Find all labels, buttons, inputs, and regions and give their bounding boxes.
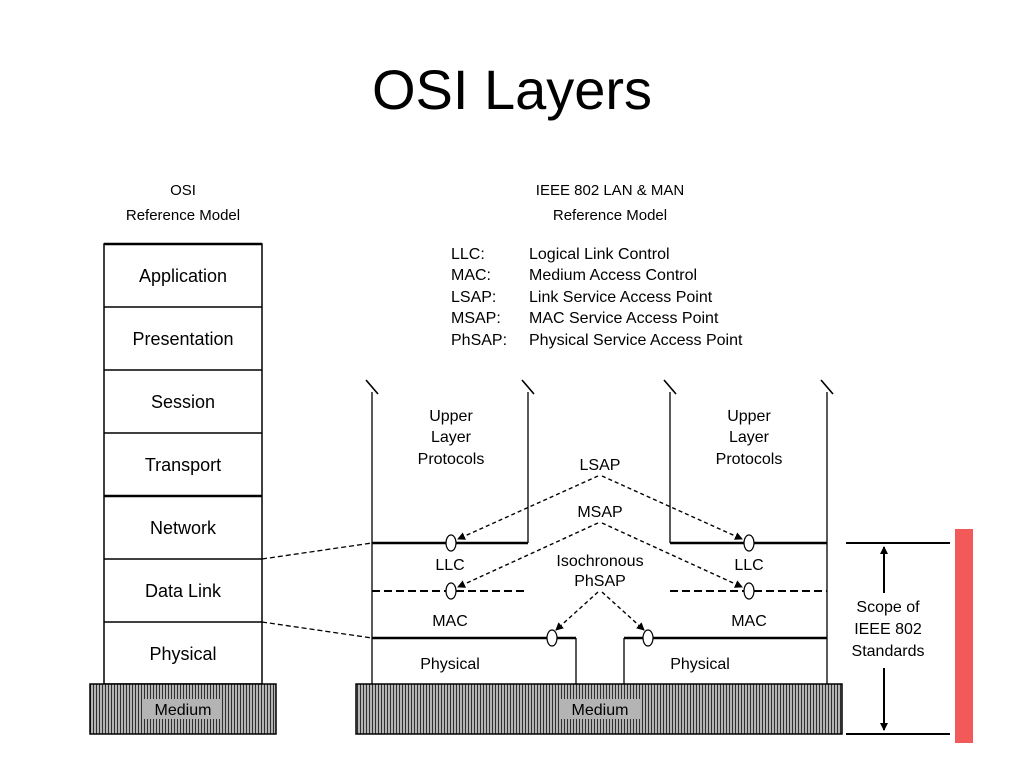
lsap-arrow-right (601, 475, 743, 540)
msap-label: MSAP (577, 504, 622, 521)
legend-meaning-mac: Medium Access Control (529, 267, 697, 284)
scope-label-line1: Scope of (856, 599, 920, 616)
phsap-label-line2: PhSAP (574, 573, 626, 590)
ieee-header-line2: Reference Model (553, 207, 667, 224)
accent-bar (955, 529, 973, 743)
right-station-stack: Upper Layer Protocols LLC MAC Physical (623, 379, 834, 685)
phsap-point-left (546, 629, 558, 647)
legend-abbr-mac: MAC: (451, 267, 491, 284)
osi-layer-session: Session (151, 392, 215, 412)
phsap-label-line1: Isochronous (556, 553, 643, 570)
lsap-point-right (743, 534, 755, 552)
msap-point-left (445, 582, 457, 600)
left-station-stack: Upper Layer Protocols LLC MAC Physical (365, 379, 577, 685)
legend-meaning-msap: MAC Service Access Point (529, 310, 719, 327)
osi-medium-label: Medium (155, 702, 212, 719)
right-physical-label: Physical (670, 656, 730, 673)
osi-layer-presentation: Presentation (132, 329, 233, 349)
msap-point-right (743, 582, 755, 600)
left-mac-label: MAC (432, 613, 468, 630)
right-llc-label: LLC (734, 557, 763, 574)
legend-abbr-msap: MSAP: (451, 310, 501, 327)
right-upper-line3: Protocols (716, 451, 783, 468)
left-upper-line1: Upper (429, 408, 473, 425)
lsap-point-left (445, 534, 457, 552)
legend-meaning-lsap: Link Service Access Point (529, 289, 713, 306)
osi-header-line1: OSI (170, 182, 196, 199)
phsap-point-right (642, 629, 654, 647)
msap-arrow-left (457, 522, 599, 588)
left-upper-line2: Layer (431, 429, 472, 446)
legend-abbr-llc: LLC: (451, 246, 485, 263)
ieee-medium-block: Medium (355, 683, 843, 735)
lsap-arrow-left (457, 475, 599, 540)
phsap-arrow-left (555, 591, 599, 631)
osi-layer-data-link: Data Link (145, 581, 222, 601)
right-mac-label: MAC (731, 613, 767, 630)
left-upper-line3: Protocols (418, 451, 485, 468)
sap-markers (445, 534, 755, 647)
osi-header-line2: Reference Model (126, 207, 240, 224)
phsap-arrow-right (601, 591, 645, 631)
mapping-line-datalink-bottom (261, 621, 373, 639)
legend-abbr-lsap: LSAP: (451, 289, 496, 306)
ieee-medium-label: Medium (572, 702, 629, 719)
scope-label-line2: IEEE 802 (854, 621, 922, 638)
legend-meaning-phsap: Physical Service Access Point (529, 332, 743, 349)
abbreviation-legend: LLC: Logical Link Control MAC: Medium Ac… (451, 246, 743, 349)
msap-arrow-right (601, 522, 743, 588)
osi-layer-physical: Physical (149, 644, 216, 664)
scope-label-line3: Standards (852, 643, 925, 660)
right-upper-line2: Layer (729, 429, 770, 446)
slide-title: OSI Layers (371, 58, 653, 121)
sap-arrows (457, 475, 743, 631)
right-upper-line1: Upper (727, 408, 771, 425)
left-llc-label: LLC (435, 557, 464, 574)
ieee-header-line1: IEEE 802 LAN & MAN (536, 182, 684, 199)
lsap-label: LSAP (580, 457, 621, 474)
osi-medium-block: Medium (89, 683, 277, 735)
osi-layer-network: Network (150, 518, 217, 538)
scope-indicator: Scope of IEEE 802 Standards (846, 542, 950, 735)
mapping-line-datalink-top (261, 542, 373, 560)
legend-meaning-llc: Logical Link Control (529, 246, 670, 263)
osi-layer-application: Application (139, 266, 227, 286)
left-physical-label: Physical (420, 656, 480, 673)
osi-layer-stack: Application Presentation Session Transpo… (103, 242, 263, 685)
osi-layer-transport: Transport (145, 455, 221, 475)
legend-abbr-phsap: PhSAP: (451, 332, 507, 349)
